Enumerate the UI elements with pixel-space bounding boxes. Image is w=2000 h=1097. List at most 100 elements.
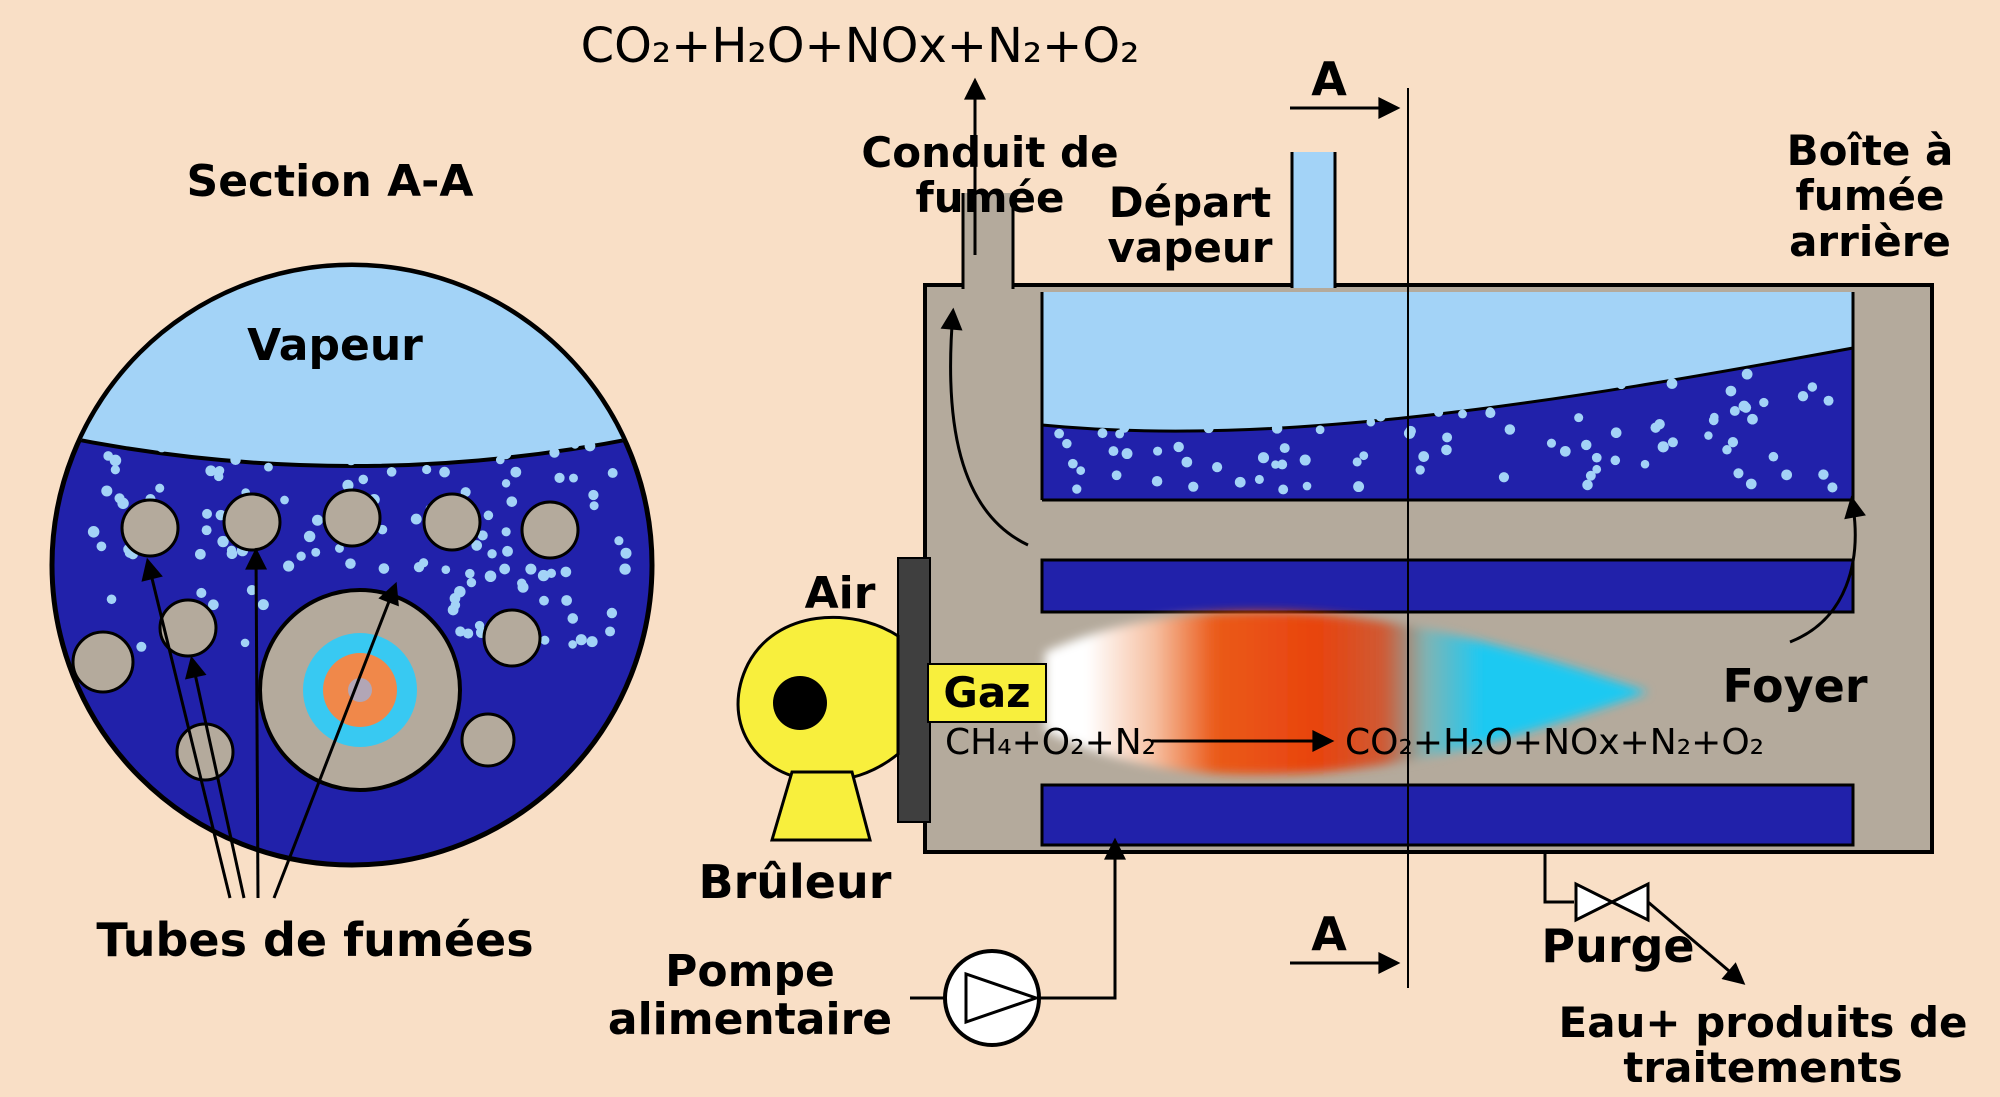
steam-bubble — [569, 473, 578, 483]
steam-bubble — [1277, 459, 1288, 470]
steam-bubble — [568, 640, 577, 649]
steam-bubble — [117, 497, 129, 510]
steam-bubble — [296, 551, 306, 561]
section-marker-top: A — [1311, 52, 1347, 106]
steam-bubble — [502, 545, 513, 557]
steam-bubble — [1111, 470, 1122, 481]
steam-bubble — [510, 466, 522, 478]
steam-bubble — [1498, 472, 1510, 483]
steam-bubble — [1747, 413, 1758, 425]
steam-bubble — [1768, 451, 1779, 462]
blowdown-arrow — [1647, 900, 1746, 985]
steam-bubble — [1442, 432, 1453, 443]
steam-bubble — [554, 472, 565, 483]
steam-bubble — [1234, 476, 1246, 488]
furnace-tube-section — [258, 588, 462, 792]
steam-bubble — [1827, 482, 1838, 493]
blowdown-pipe — [1543, 852, 1574, 904]
steam-bubble — [483, 510, 494, 521]
steam-bubble — [1271, 423, 1283, 434]
steam-bubbles-right — [1054, 368, 1838, 495]
steam-bubble — [1574, 413, 1584, 423]
steam-bubble — [1504, 424, 1516, 435]
steam-bubble — [1818, 469, 1829, 480]
steam-bubble — [1745, 478, 1757, 490]
tubes-label: Tubes de fumées — [96, 913, 534, 967]
steam-bubble — [537, 569, 550, 582]
steam-bubble — [1193, 415, 1203, 425]
steam-bubble — [283, 560, 295, 572]
furnace-label: Foyer — [1722, 659, 1868, 713]
burner-label: Brûleur — [698, 855, 892, 909]
steam-bubble — [441, 565, 451, 574]
steam-bubble — [1359, 451, 1369, 461]
steam-bubble — [1546, 438, 1557, 448]
steam-bubble — [1657, 441, 1669, 453]
tube-arrow — [272, 581, 399, 899]
blowdown-valve-left — [1574, 881, 1616, 923]
air-blower-outlet — [769, 770, 872, 842]
rear-smokebox-label: Boîte à fumée arrière — [1786, 126, 1954, 266]
steam-bubble — [463, 628, 474, 639]
gas-box — [927, 663, 1047, 723]
steam-bubble — [101, 485, 113, 497]
tube-pointer-arrows — [141, 547, 399, 899]
steam-bubble — [1076, 466, 1086, 475]
steam-bubble — [1458, 409, 1467, 419]
steam-bubble — [1559, 445, 1571, 457]
steam-bubble — [1212, 462, 1223, 473]
steam-bubble — [422, 464, 432, 475]
steam-bubble — [1441, 444, 1452, 456]
steam-bubble — [465, 568, 475, 579]
steam-bubble — [483, 432, 495, 444]
steam-bubble — [1727, 437, 1739, 448]
smoke-tube — [482, 608, 542, 668]
steam-bubble — [377, 524, 388, 535]
steam-bubble — [606, 607, 618, 619]
steam-bubble — [584, 440, 596, 452]
steam-bubble — [1353, 481, 1365, 493]
steam-bubble — [466, 577, 477, 588]
steam-bubble — [501, 527, 511, 537]
section-waterline — [54, 430, 650, 468]
tube-arrow — [245, 547, 268, 899]
steam-bubble — [1738, 400, 1750, 412]
steam-bubble — [1188, 481, 1199, 492]
reaction-right: CO₂+H₂O+NOx+N₂+O₂ — [1345, 722, 1765, 763]
steam-bubble — [1485, 407, 1496, 419]
steam-bubble — [1302, 481, 1312, 491]
steam-bubble — [447, 604, 459, 616]
smoke-tube — [460, 712, 516, 768]
steam-bubble — [477, 530, 488, 541]
steam-bubble — [1062, 438, 1072, 449]
steam-bubble — [1121, 448, 1133, 460]
steam-bubble — [1299, 454, 1311, 466]
steam-bubble — [499, 563, 511, 575]
steam-bubble — [1418, 451, 1430, 462]
steam-bubble — [311, 547, 321, 557]
steam-bubble — [1704, 431, 1713, 440]
steam-bubble — [109, 454, 122, 467]
steam-bubble — [1823, 395, 1834, 406]
steam-bubble — [607, 467, 618, 478]
steam-bubble — [1581, 439, 1592, 451]
steam-bubble — [303, 530, 316, 543]
steam-bubble — [1254, 474, 1264, 484]
steam-bubble — [484, 570, 497, 583]
steam-bubble — [1582, 479, 1593, 491]
steam-bubbles-left — [87, 432, 632, 652]
exhaust-formula: CO₂+H₂O+NOx+N₂+O₂ — [580, 18, 1140, 74]
steam-bubble — [213, 471, 224, 482]
steam-bubble — [226, 548, 238, 560]
steam-bubble — [110, 465, 120, 475]
air-inlet — [773, 676, 827, 730]
steam-bubble — [561, 595, 572, 606]
steam-bubble — [1741, 368, 1753, 380]
steam-bubble — [506, 496, 518, 507]
steam-bubble — [342, 479, 354, 491]
water-band-upper — [1040, 558, 1855, 614]
steam-bubble — [1203, 423, 1214, 434]
steam-bubble — [1054, 428, 1064, 439]
steam-bubble — [449, 593, 461, 604]
steam-bubble — [386, 466, 397, 477]
